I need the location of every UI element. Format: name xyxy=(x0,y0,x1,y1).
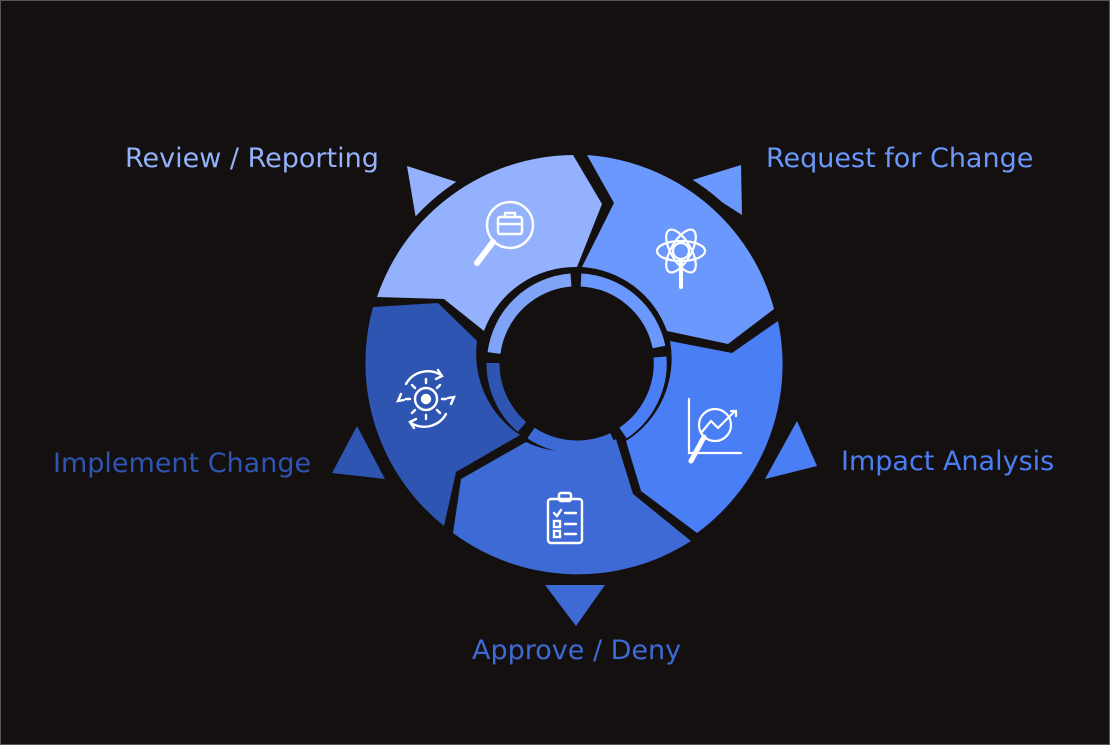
pointer-impact xyxy=(765,421,817,479)
segment-request xyxy=(582,155,774,344)
atom-magnifier-icon xyxy=(655,228,707,289)
stage-label-implement: Implement Change xyxy=(53,448,312,479)
briefcase-magnifier-icon xyxy=(474,200,535,266)
pointer-review xyxy=(407,166,463,219)
stage-label-request: Request for Change xyxy=(766,143,1034,174)
segment-approve xyxy=(453,439,691,575)
center-hole xyxy=(500,288,652,440)
stage-label-impact: Impact Analysis xyxy=(841,446,1055,477)
clipboard-checklist-icon xyxy=(546,491,584,545)
pointer-approve xyxy=(545,585,605,626)
stage-label-review: Review / Reporting xyxy=(125,143,379,174)
segment-impact xyxy=(626,321,783,533)
gear-cycle-icon xyxy=(396,368,456,430)
inner-ring-top xyxy=(487,273,572,354)
inner-ring-right xyxy=(619,356,667,439)
pointer-implement xyxy=(332,426,385,479)
stage-label-approve: Approve / Deny xyxy=(472,635,682,666)
inner-ring-left xyxy=(486,362,527,432)
inner-ring-top-right xyxy=(580,273,666,349)
chart-magnifier-icon xyxy=(687,397,743,464)
pointer-request xyxy=(689,165,742,215)
inner-ring-bottom xyxy=(527,427,616,454)
segment-implement xyxy=(365,303,520,526)
